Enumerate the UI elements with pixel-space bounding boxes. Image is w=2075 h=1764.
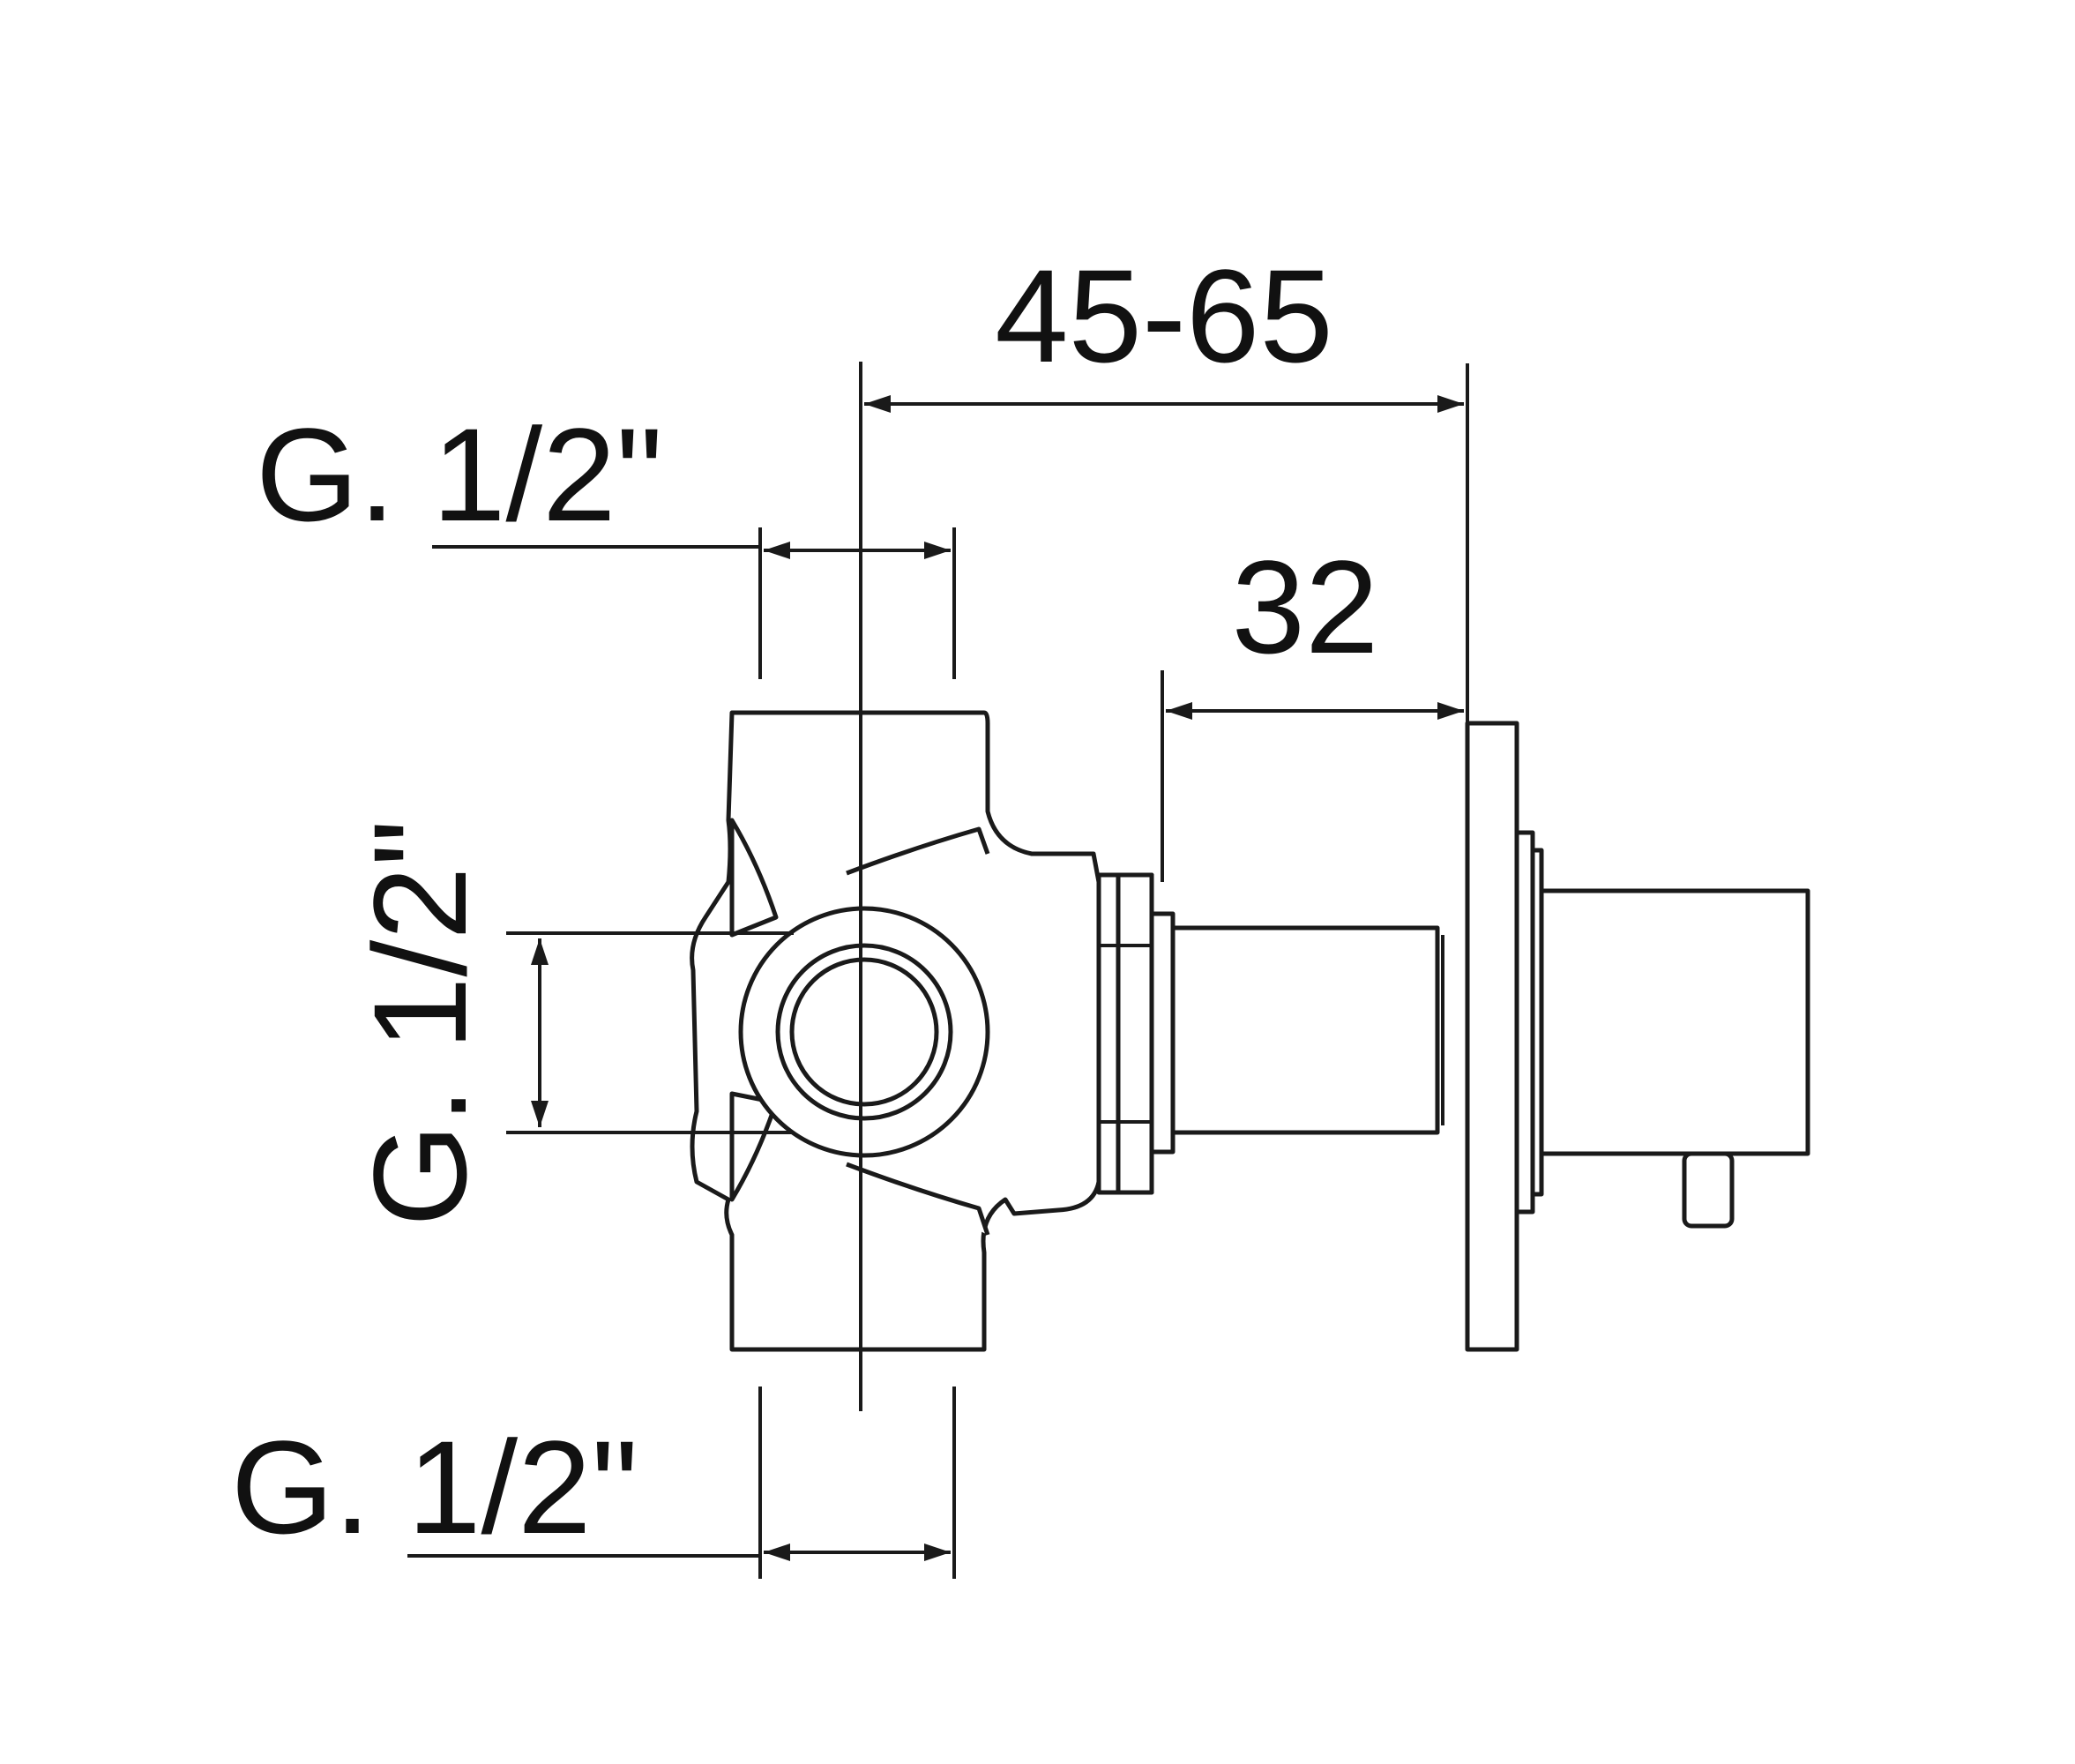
dimension-side-thread: G. 1/2" [346, 819, 794, 1227]
hex-nut [1096, 872, 1176, 1195]
dimension-stem-length: 32 [1161, 533, 1464, 882]
overall-depth-label: 45-65 [995, 242, 1333, 390]
bottom-thread-label: G. 1/2" [231, 1413, 638, 1561]
outlet-port [738, 906, 990, 1158]
stem-length-label: 32 [1232, 533, 1379, 681]
side-thread-label: G. 1/2" [346, 819, 494, 1227]
valve-stem [1170, 925, 1444, 1135]
dimension-top-thread: G. 1/2" [256, 400, 956, 679]
handle [1539, 888, 1810, 1229]
dimension-overall-depth: 45-65 [864, 242, 1469, 723]
top-thread-label: G. 1/2" [256, 400, 663, 549]
wall-plate [1465, 721, 1544, 1352]
dimension-bottom-thread: G. 1/2" [231, 1387, 956, 1579]
